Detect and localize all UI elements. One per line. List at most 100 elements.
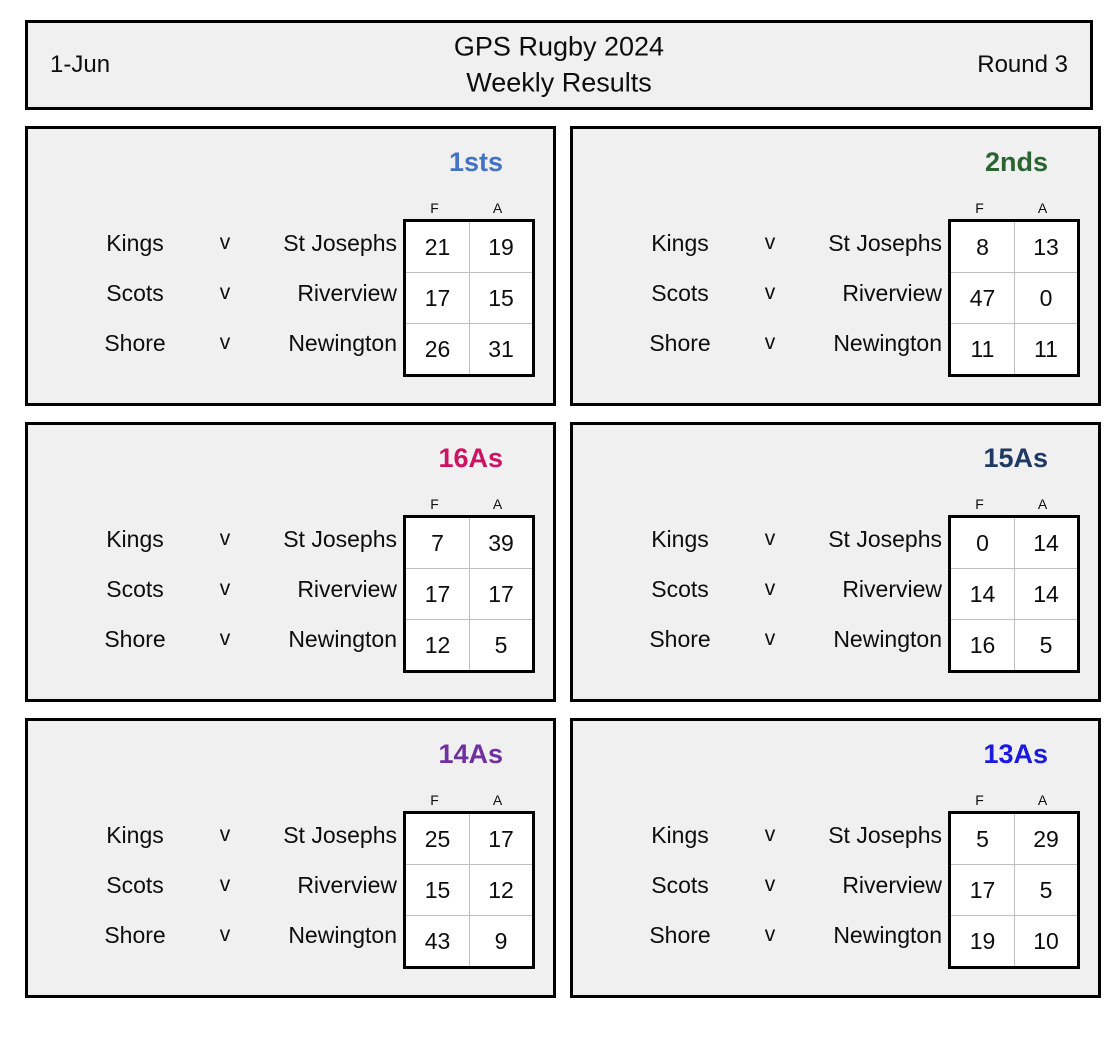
points-against-header: A [492,200,503,216]
score-against-cell: 9 [469,916,532,966]
score-against-cell: 31 [469,324,532,374]
versus-label: v [764,873,776,896]
away-team-label: Newington [288,625,397,652]
versus-label: v [219,331,231,354]
score-for-cell: 0 [976,529,989,556]
home-team-label: Shore [104,921,166,948]
score-against-cell: 5 [1014,620,1077,670]
versus-label: v [764,823,776,846]
score-for-cell: 17 [424,580,451,607]
versus-label: v [764,231,776,254]
score-against-cell: 15 [469,273,532,323]
score-for-cell: 15 [424,876,451,903]
header-title-block: GPS Rugby 2024 Weekly Results [28,29,1090,100]
score-for-cell: 17 [969,876,996,903]
score-against-cell: 0 [1014,273,1077,323]
home-team-label: Shore [104,329,166,356]
points-against-header: A [492,496,503,512]
points-for-header: F [430,792,439,808]
home-team-label: Kings [106,229,164,256]
score-against-cell: 11 [1014,324,1077,374]
home-team-label: Kings [651,821,709,848]
page-header: 1-Jun GPS Rugby 2024 Weekly Results Roun… [25,20,1093,110]
score-against-cell: 17 [469,814,532,864]
home-team-label: Kings [651,525,709,552]
score-for-cell: 25 [424,825,451,852]
versus-label: v [764,923,776,946]
points-against-header: A [492,792,503,808]
away-team-label: Newington [833,921,942,948]
home-team-label: Kings [651,229,709,256]
versus-label: v [219,823,231,846]
points-for-header: F [430,200,439,216]
points-against-header: A [1037,200,1048,216]
home-team-label: Scots [651,575,709,602]
points-for-header: F [975,792,984,808]
home-team-label: Kings [106,821,164,848]
score-row: 43 9 [406,915,532,966]
grade-title: 1sts [448,147,503,177]
versus-label: v [219,281,231,304]
matchup-row: Kings v St Josephs [614,810,948,860]
versus-label: v [764,627,776,650]
score-row: 47 0 [951,272,1077,323]
score-for-cell: 43 [424,927,451,954]
versus-label: v [764,331,776,354]
away-team-label: Riverview [297,279,397,306]
versus-label: v [219,923,231,946]
grade-title: 16As [438,443,503,473]
score-for-cell: 5 [976,825,989,852]
versus-label: v [219,527,231,550]
versus-label: v [764,527,776,550]
score-for-cell: 47 [969,284,996,311]
points-against-header: A [1037,496,1048,512]
home-team-label: Shore [104,625,166,652]
score-for-cell: 16 [969,631,996,658]
away-team-label: St Josephs [283,525,397,552]
away-team-label: St Josephs [828,821,942,848]
points-for-header: F [430,496,439,512]
score-for-cell: 12 [424,631,451,658]
home-team-label: Scots [106,279,164,306]
away-team-label: Riverview [297,871,397,898]
home-team-label: Scots [106,871,164,898]
away-team-label: Newington [833,329,942,356]
